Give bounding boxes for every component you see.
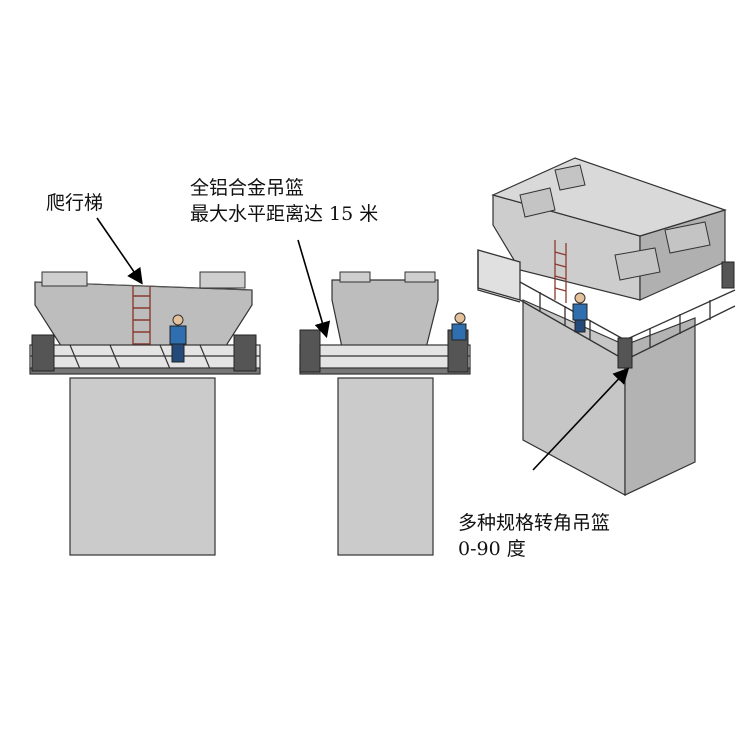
- corner-callout-arrow: [532, 367, 630, 471]
- corner-gondola-label: 多种规格转角吊篮 0-90 度: [458, 510, 610, 562]
- middle-worker: [451, 312, 467, 341]
- middle-platform: [299, 344, 471, 375]
- ladder-label: 爬行梯: [46, 192, 104, 214]
- corner-label-line-1: 多种规格转角吊篮: [458, 512, 611, 534]
- left-worker: [169, 314, 187, 363]
- left-pier-cap: [34, 281, 253, 353]
- middle-pier-cap: [331, 279, 439, 353]
- ladder-callout-arrow: [96, 217, 143, 285]
- left-top-block-2: [199, 271, 246, 289]
- left-pier-column: [69, 377, 216, 556]
- left-top-block-1: [41, 271, 88, 287]
- aluminum-label-line-1: 全铝合金吊篮: [190, 177, 305, 199]
- left-view: [29, 271, 261, 556]
- middle-pier-column: [337, 377, 434, 556]
- middle-view: [299, 271, 471, 556]
- corner-label-line-2: 0-90 度: [458, 538, 526, 560]
- right-worker: [572, 292, 588, 333]
- aluminum-callout-arrow: [297, 239, 331, 339]
- right-view: [477, 157, 736, 497]
- aluminum-label-line-2: 最大水平距离达 15 米: [190, 203, 379, 225]
- left-platform: [29, 344, 261, 375]
- right-pier-column: [522, 299, 626, 497]
- right-ladder: [554, 240, 567, 303]
- aluminum-gondola-label: 全铝合金吊篮 最大水平距离达 15 米: [190, 175, 378, 227]
